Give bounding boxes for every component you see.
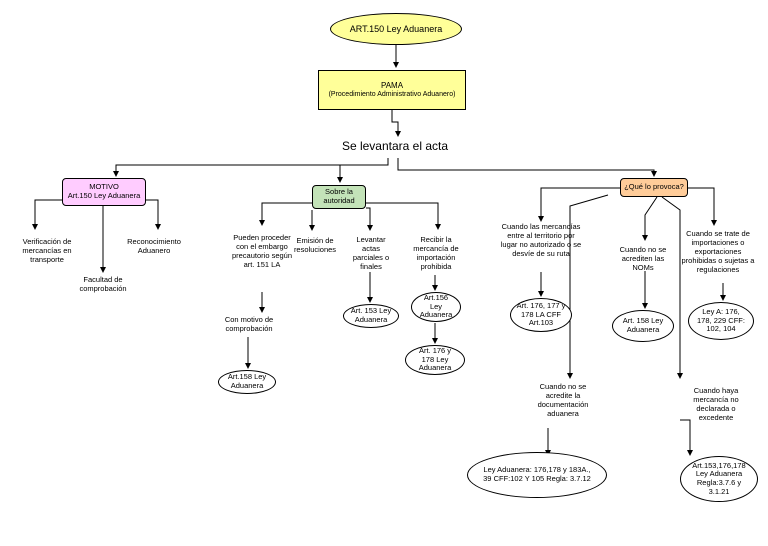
- cuandolas-label: Cuando las mercancías entre al territori…: [500, 222, 582, 258]
- emision-label: Emisión de resoluciones: [293, 236, 337, 254]
- levantar-label: Levantar actas parciales o finales: [352, 235, 390, 271]
- recibir-text: Recibir la mercancía de importación proh…: [408, 235, 464, 271]
- conmotivo-text: Con motivo de comprobación: [220, 315, 278, 333]
- pama-title: PAMA: [380, 81, 404, 91]
- art153-ellipse: Art. 153 Ley Aduanera: [343, 304, 399, 328]
- reconocimiento-label: Reconocimiento Aduanero: [127, 237, 181, 255]
- pueden-label: Pueden proceder con el embargo precautor…: [231, 233, 293, 269]
- levantara-acta-text: Se levantara el acta: [341, 139, 449, 153]
- sobre-autoridad-box: Sobre la autoridad: [312, 185, 366, 209]
- art153-label: Art. 153 Ley Aduanera: [350, 306, 392, 324]
- art158b-label: Art. 158 Ley Aduanera: [622, 316, 664, 334]
- leyaduanera-label: Ley Aduanera: 176,178 y 183A., 39 CFF:10…: [483, 465, 591, 483]
- leya-ellipse: Ley A: 176, 178, 229 CFF: 102, 104: [688, 302, 754, 340]
- motivo-box: MOTIVO Art.150 Ley Aduanera: [62, 178, 146, 206]
- pueden-text: Pueden proceder con el embargo precautor…: [228, 233, 296, 269]
- art176-label: Art. 176 y 178 Ley Aduanera: [418, 346, 452, 373]
- provoca-box: ¿Qué lo provoca?: [620, 178, 688, 197]
- noms-text: Cuando no se acrediten las NOMs: [614, 245, 672, 272]
- title-text: ART.150 Ley Aduanera: [349, 23, 443, 34]
- documentacion-label: Cuando no se acredite la documentación a…: [537, 382, 589, 418]
- title-ellipse: ART.150 Ley Aduanera: [330, 13, 462, 45]
- art176-ellipse: Art. 176 y 178 Ley Aduanera: [405, 345, 465, 375]
- documentacion-text: Cuando no se acredite la documentación a…: [534, 382, 592, 418]
- art156-ellipse: Art.156 Ley Aduanera: [411, 292, 461, 322]
- provoca-label: ¿Qué lo provoca?: [624, 182, 684, 192]
- art158a-ellipse: Art.158 Ley Aduanera: [218, 370, 276, 394]
- reconocimiento-text: Reconocimiento Aduanero: [120, 237, 188, 255]
- art156-label: Art.156 Ley Aduanera: [419, 293, 453, 320]
- pama-subtitle: (Procedimiento Administrativo Aduanero): [328, 90, 456, 98]
- cuandohaya-label: Cuando haya mercancía no declarada o exc…: [693, 386, 739, 422]
- conmotivo-label: Con motivo de comprobación: [224, 315, 274, 333]
- recibir-label: Recibir la mercancía de importación proh…: [413, 235, 459, 271]
- art158a-label: Art.158 Ley Aduanera: [227, 372, 267, 390]
- verificacion-text: Verificación de mercancías en transporte: [14, 237, 80, 264]
- leya-label: Ley A: 176, 178, 229 CFF: 102, 104: [697, 307, 745, 334]
- motivo-title: MOTIVO: [89, 182, 119, 192]
- cuandolas-text: Cuando las mercancías entre al territori…: [498, 222, 584, 258]
- noms-label: Cuando no se acrediten las NOMs: [619, 245, 667, 272]
- facultad-text: Facultad de comprobación: [70, 275, 136, 293]
- leyaduanera-ellipse: Ley Aduanera: 176,178 y 183A., 39 CFF:10…: [467, 452, 607, 498]
- art153178-label: Art.153,176,178 Ley Aduanera Regla:3.7.6…: [692, 460, 746, 496]
- art176177-label: Art. 176, 177 y 178 LA CFF Art.103: [516, 301, 566, 328]
- importaciones-text: Cuando se trate de importaciones o expor…: [680, 229, 756, 274]
- sobre-autoridad-label: Sobre la autoridad: [323, 187, 355, 205]
- verificacion-label: Verificación de mercancías en transporte: [22, 237, 72, 264]
- emision-text: Emisión de resoluciones: [292, 236, 338, 254]
- facultad-label: Facultad de comprobación: [79, 275, 127, 293]
- importaciones-label: Cuando se trate de importaciones o expor…: [681, 229, 755, 274]
- art153178-ellipse: Art.153,176,178 Ley Aduanera Regla:3.7.6…: [680, 456, 758, 502]
- motivo-subtitle: Art.150 Ley Aduanera: [67, 191, 141, 200]
- art176177-ellipse: Art. 176, 177 y 178 LA CFF Art.103: [510, 298, 572, 332]
- pama-box: PAMA (Procedimiento Administrativo Aduan…: [318, 70, 466, 110]
- art158b-ellipse: Art. 158 Ley Aduanera: [612, 310, 674, 342]
- cuandohaya-text: Cuando haya mercancía no declarada o exc…: [688, 386, 744, 422]
- levantar-text: Levantar actas parciales o finales: [348, 235, 394, 271]
- levantara-acta-label: Se levantara el acta: [330, 139, 460, 153]
